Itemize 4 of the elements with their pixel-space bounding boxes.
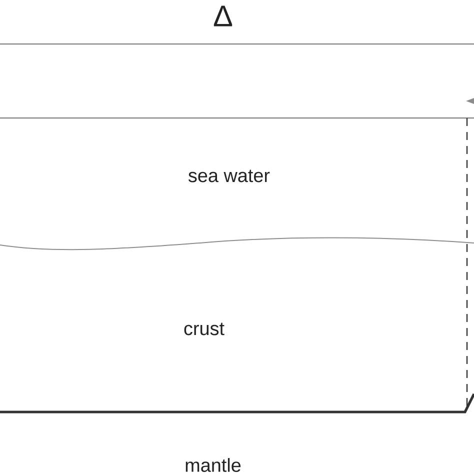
- delta-symbol: Δ: [214, 6, 232, 26]
- layer-label: mantle: [186, 458, 241, 472]
- layer-label: crust: [184, 322, 224, 336]
- layer-label: sea water: [188, 170, 270, 182]
